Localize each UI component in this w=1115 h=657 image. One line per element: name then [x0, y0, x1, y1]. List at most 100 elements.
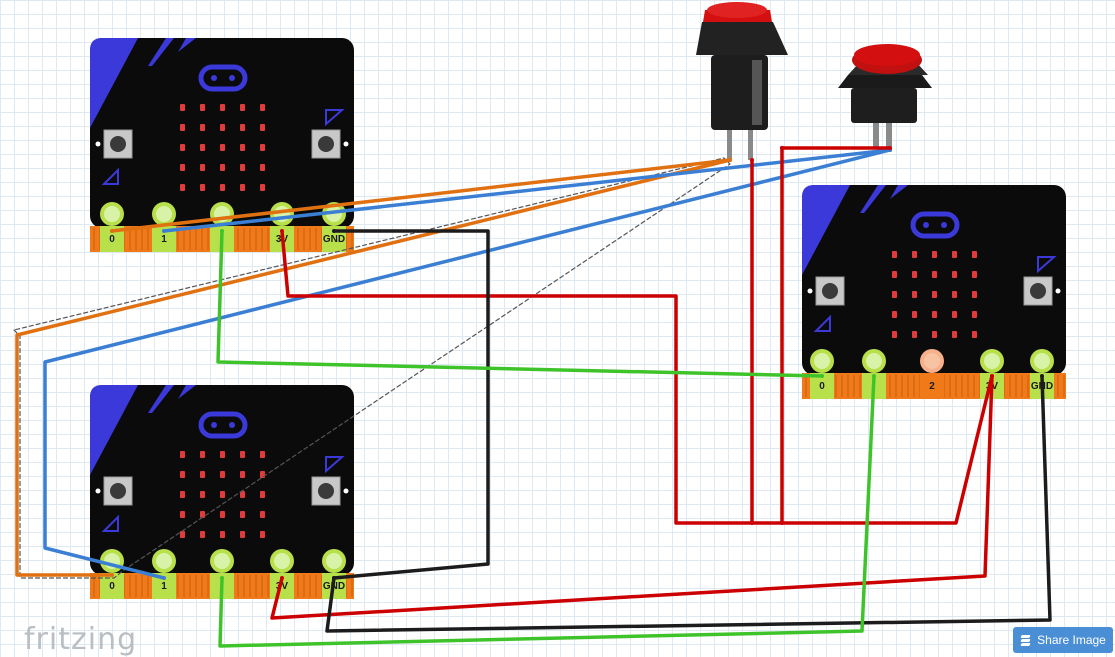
- pin-pad[interactable]: [100, 573, 124, 599]
- wire[interactable]: [216, 229, 824, 378]
- led: [180, 471, 185, 478]
- wire-end: [1040, 374, 1044, 378]
- wire[interactable]: [43, 148, 892, 580]
- button-leg: [873, 123, 879, 147]
- wire-end: [220, 229, 224, 233]
- corner-stripe: [860, 185, 886, 213]
- led: [200, 124, 205, 131]
- led: [180, 491, 185, 498]
- led: [220, 144, 225, 151]
- wire[interactable]: [280, 229, 994, 525]
- logo-dot: [923, 222, 929, 228]
- led: [200, 471, 205, 478]
- wire[interactable]: [218, 374, 876, 648]
- wire-end: [220, 576, 224, 580]
- wire-end: [820, 374, 824, 378]
- button-b-cap: [1030, 283, 1046, 299]
- wire[interactable]: [15, 158, 732, 577]
- led: [912, 311, 917, 318]
- pin-pad[interactable]: [920, 373, 944, 399]
- share-image-button[interactable]: Share Image: [1013, 627, 1113, 653]
- led: [220, 184, 225, 191]
- corner-icon: [1037, 256, 1057, 274]
- corner-stripe: [178, 38, 196, 52]
- dot-marker: [343, 141, 349, 147]
- pushbutton-round[interactable]: [838, 44, 932, 147]
- led: [220, 471, 225, 478]
- wire-end: [888, 146, 892, 150]
- microbit-logo-icon: [198, 411, 248, 439]
- pin-label: 0: [109, 234, 115, 245]
- pin-hole-center: [1034, 353, 1050, 369]
- led: [972, 291, 977, 298]
- corner-stripe: [148, 385, 174, 413]
- wire[interactable]: [332, 229, 490, 580]
- dot-marker: [1055, 288, 1061, 294]
- pin-hole-center: [814, 353, 830, 369]
- pin-hole-center: [104, 206, 120, 222]
- pin-hole-center: [156, 206, 172, 222]
- led: [180, 531, 185, 538]
- button-shine: [752, 60, 762, 125]
- dot-marker: [95, 488, 101, 494]
- share-image-label: Share Image: [1037, 633, 1106, 647]
- led: [892, 251, 897, 258]
- led: [220, 511, 225, 518]
- pin-label: 1: [161, 234, 167, 245]
- pushbutton-tall[interactable]: [696, 2, 788, 160]
- board-body: [802, 185, 1066, 375]
- led: [240, 531, 245, 538]
- corner-icon: [101, 167, 119, 185]
- led: [200, 164, 205, 171]
- led: [220, 104, 225, 111]
- logo-dot: [211, 75, 217, 81]
- corner-stripe: [148, 38, 174, 66]
- wire[interactable]: [162, 148, 892, 233]
- wire[interactable]: [325, 374, 1052, 633]
- wire[interactable]: [270, 374, 994, 620]
- button-body: [851, 88, 917, 123]
- led: [912, 291, 917, 298]
- led: [180, 184, 185, 191]
- led: [200, 491, 205, 498]
- dot-marker: [343, 488, 349, 494]
- corner-mark: [90, 38, 138, 128]
- button-cap: [854, 44, 920, 66]
- led: [952, 311, 957, 318]
- corner-mark: [802, 185, 850, 275]
- led: [260, 531, 265, 538]
- led: [200, 184, 205, 191]
- board-body: [90, 385, 354, 575]
- led: [220, 531, 225, 538]
- microbit-logo-icon: [198, 64, 248, 92]
- led: [892, 311, 897, 318]
- led: [240, 451, 245, 458]
- led: [180, 511, 185, 518]
- button-a[interactable]: [815, 276, 845, 306]
- wire-end: [332, 576, 336, 580]
- pin-hole-center: [866, 353, 882, 369]
- button-leg: [748, 130, 753, 160]
- led: [952, 291, 957, 298]
- button-base: [838, 75, 932, 88]
- pin-label: 3V: [276, 581, 289, 592]
- wire-end: [750, 158, 754, 162]
- led: [952, 331, 957, 338]
- button-a-cap: [110, 136, 126, 152]
- logo-dot: [229, 75, 235, 81]
- logo-dot: [229, 422, 235, 428]
- led: [260, 164, 265, 171]
- pin-label: 0: [109, 581, 115, 592]
- pin-label: 2: [929, 381, 935, 392]
- corner-stripe: [890, 185, 908, 199]
- led: [220, 451, 225, 458]
- led: [240, 144, 245, 151]
- fritzing-logo: fritzing: [24, 622, 138, 657]
- led: [240, 164, 245, 171]
- led: [200, 531, 205, 538]
- wire-end: [750, 521, 754, 525]
- wire[interactable]: [110, 158, 732, 233]
